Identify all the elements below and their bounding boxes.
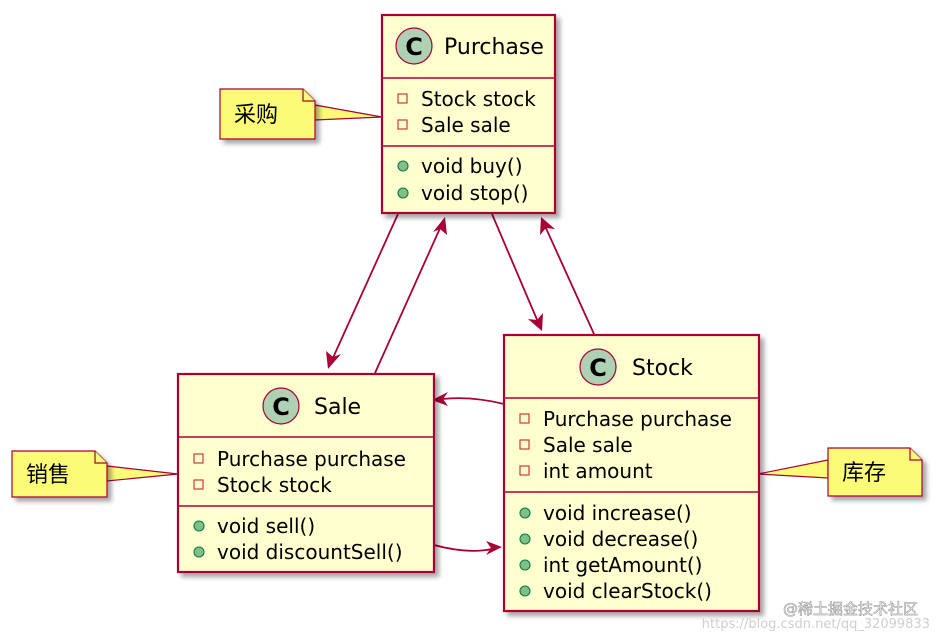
- note-connector-stock: [757, 459, 829, 479]
- class-stock-method: void clearStock(): [543, 579, 712, 603]
- class-icon: [395, 27, 433, 65]
- note-purchase-text: 采购: [234, 103, 278, 128]
- public-method-marker: [193, 546, 205, 558]
- class-purchase: C Purchase Stock stock Sale sale void bu…: [380, 13, 557, 215]
- class-sale-method: void sell(): [217, 514, 315, 538]
- note-stock-text: 库存: [842, 461, 886, 486]
- associations: [326, 213, 595, 555]
- class-stock-field: int amount: [543, 459, 653, 483]
- note-connector-sale: [106, 465, 179, 482]
- edge-purchase-to-sale: [331, 213, 399, 361]
- class-purchase-method: void stop(): [421, 181, 528, 205]
- class-stock-method: void decrease(): [543, 527, 698, 551]
- private-field-marker: [519, 413, 530, 424]
- class-stock-name: Stock: [632, 356, 693, 381]
- class-sale-box: [176, 372, 436, 574]
- class-icon-letter: C: [272, 393, 290, 421]
- public-method-marker: [519, 507, 531, 519]
- note-stock: [827, 447, 923, 497]
- private-field-marker: [519, 465, 530, 476]
- class-icon: [579, 348, 617, 386]
- edge-sale-to-stock: [433, 544, 493, 552]
- class-purchase-name: Purchase: [444, 35, 544, 60]
- class-sale-name: Sale: [314, 395, 361, 420]
- note-connectors: [106, 104, 829, 482]
- public-method-marker: [397, 160, 409, 172]
- class-stock-method: int getAmount(): [543, 553, 702, 577]
- watermark-text: @稀土掘金技术社区: [783, 600, 918, 618]
- class-purchase-method: void buy(): [421, 154, 523, 178]
- class-sale-field: Stock stock: [217, 473, 332, 497]
- class-purchase-field: Stock stock: [421, 87, 536, 111]
- class-sale-method: void discountSell(): [217, 540, 403, 564]
- class-icon-letter: C: [405, 33, 423, 61]
- public-method-marker: [519, 533, 531, 545]
- class-stock-box: [502, 333, 761, 613]
- class-sale-field: Purchase purchase: [217, 447, 406, 471]
- class-stock-field: Purchase purchase: [543, 407, 732, 431]
- public-method-marker: [193, 520, 205, 532]
- note-sale: [11, 450, 108, 498]
- note-connector-purchase: [314, 104, 383, 121]
- class-sale: C Sale Purchase purchase Stock stock voi…: [176, 372, 436, 574]
- public-method-marker: [519, 585, 531, 597]
- edge-purchase-to-stock: [491, 213, 539, 323]
- public-method-marker: [519, 559, 531, 571]
- note-sale-text: 销售: [26, 463, 70, 488]
- class-icon-letter: C: [589, 354, 607, 382]
- private-field-marker: [397, 119, 408, 130]
- edge-stock-to-purchase: [544, 225, 595, 335]
- private-field-marker: [519, 439, 530, 450]
- class-stock-method: void increase(): [543, 501, 692, 525]
- arrowhead-stock-to-purchase: [540, 217, 555, 235]
- edge-stock-to-sale: [441, 397, 505, 405]
- public-method-marker: [397, 187, 409, 199]
- arrowhead-purchase-to-stock: [528, 313, 543, 331]
- class-purchase-field: Sale sale: [421, 113, 511, 137]
- private-field-marker: [193, 453, 204, 464]
- arrowhead-sale-to-stock: [486, 541, 502, 555]
- edge-sale-to-purchase: [374, 225, 442, 374]
- private-field-marker: [193, 479, 204, 490]
- arrowhead-purchase-to-sale: [326, 351, 341, 369]
- private-field-marker: [397, 93, 408, 104]
- class-stock-field: Sale sale: [543, 433, 633, 457]
- arrowhead-sale-to-purchase: [433, 217, 447, 235]
- watermark-url: https://blog.csdn.net/qq_32099833: [702, 617, 930, 632]
- class-stock: C Stock Purchase purchase Sale sale int …: [502, 333, 761, 613]
- class-icon: [262, 387, 300, 425]
- note-purchase: [219, 88, 316, 140]
- arrowhead-stock-to-sale: [432, 392, 448, 406]
